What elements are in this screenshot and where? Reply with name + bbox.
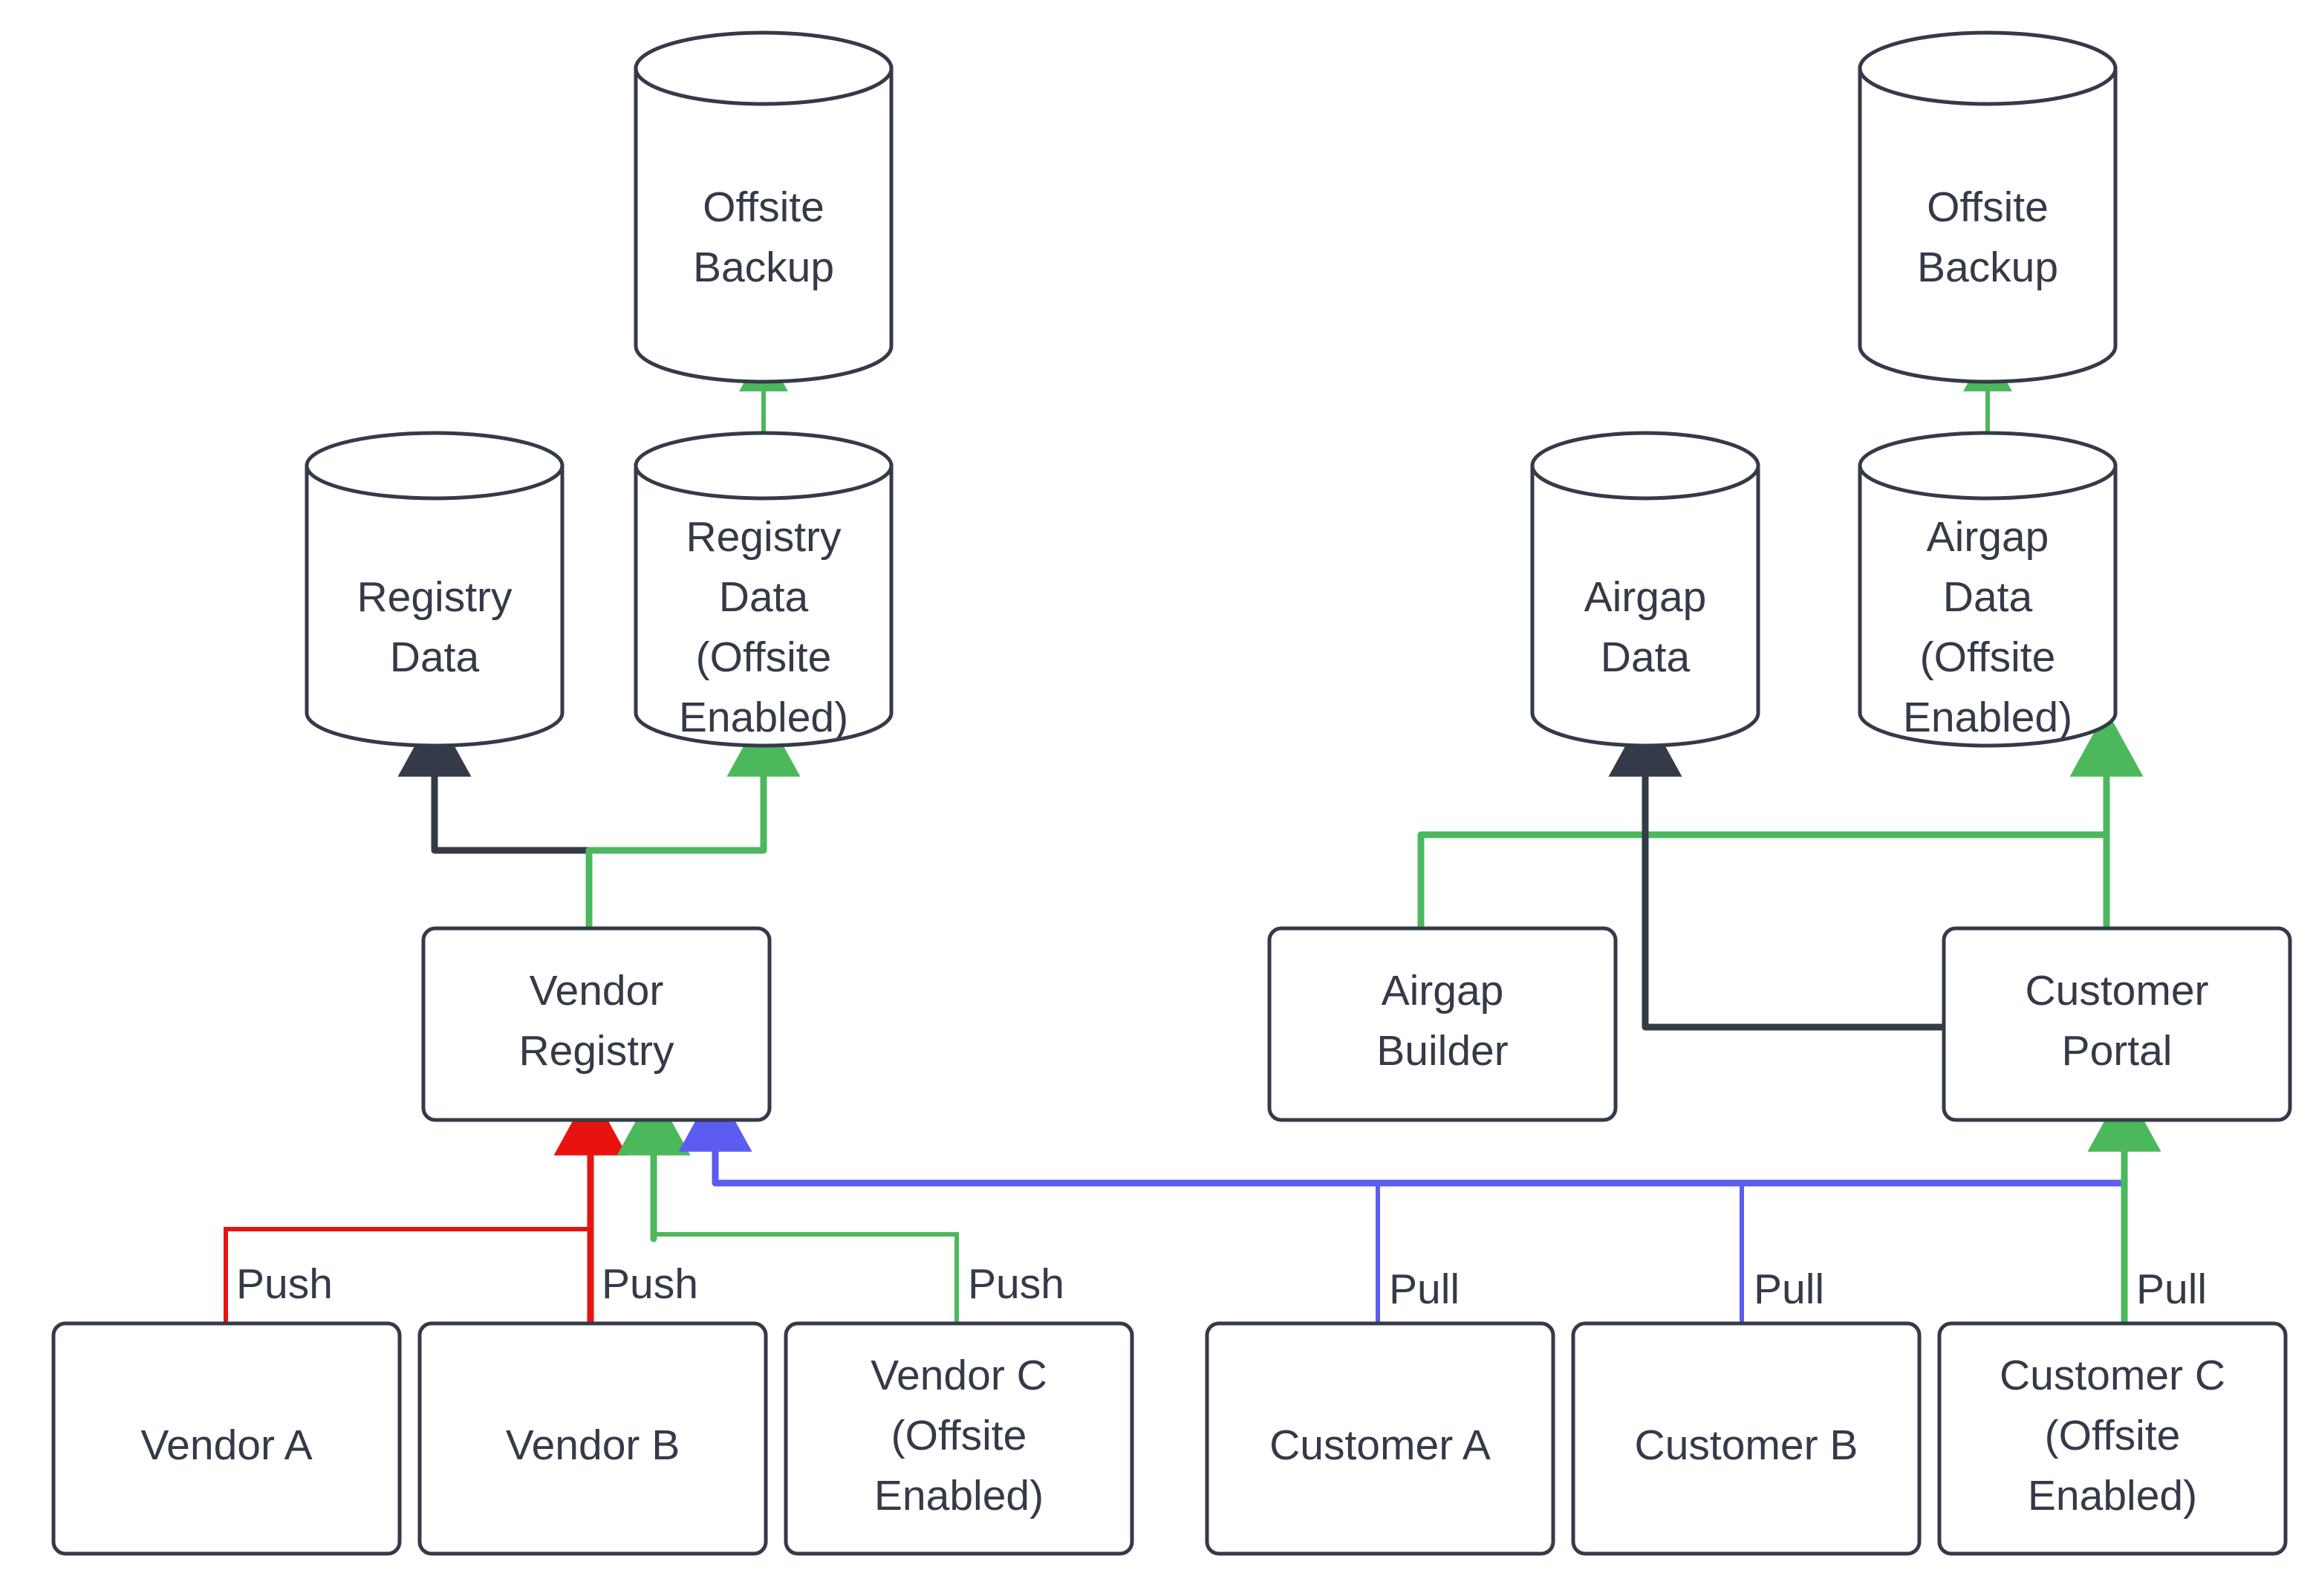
edge-vendor-a-push <box>224 1227 591 1323</box>
edge-registry-data-offsite-green <box>585 709 801 932</box>
node-registry-data[interactable]: Registry Data <box>305 431 565 748</box>
node-label: (Offsite <box>1920 633 2056 681</box>
node-customer-portal[interactable]: Customer Portal <box>1942 926 2292 1122</box>
node-label: Offsite <box>703 183 824 231</box>
node-airgap-data[interactable]: Airgap Data <box>1530 431 1760 748</box>
node-customer-a[interactable]: Customer A <box>1205 1321 1555 1556</box>
node-label: (Offsite <box>891 1412 1027 1459</box>
node-label: Airgap <box>1584 573 1707 621</box>
node-airgap-builder[interactable]: Airgap Builder <box>1267 926 1618 1122</box>
node-vendor-a[interactable]: Vendor A <box>51 1321 402 1556</box>
node-label: Registry <box>518 1027 674 1075</box>
node-label: Data <box>719 573 809 621</box>
node-registry-data-offsite[interactable]: Registry Data (Offsite Enabled) <box>634 431 894 748</box>
node-label: Data <box>390 633 480 681</box>
edge-label-vendor-a-push: Push <box>236 1260 333 1308</box>
node-label: Vendor C <box>871 1352 1047 1399</box>
node-label: Vendor A <box>140 1421 312 1469</box>
node-customer-c[interactable]: Customer C (Offsite Enabled) <box>1937 1321 2288 1556</box>
node-vendor-c[interactable]: Vendor C (Offsite Enabled) <box>784 1321 1134 1556</box>
edge-vendor-c-push <box>617 1088 959 1323</box>
edge-label-vendor-b-push: Push <box>602 1260 698 1308</box>
node-label: Airgap <box>1927 513 2049 561</box>
edge-label-vendor-c-push: Push <box>968 1260 1064 1308</box>
edge-label-customer-a-pull: Pull <box>1389 1266 1460 1313</box>
node-label: Enabled) <box>874 1472 1044 1520</box>
node-label: Customer C <box>2000 1352 2225 1399</box>
node-label: (Offsite <box>2045 1412 2181 1459</box>
node-label: Builder <box>1376 1027 1508 1075</box>
node-vendor-registry[interactable]: Vendor Registry <box>421 926 772 1122</box>
node-label: Customer A <box>1269 1421 1491 1469</box>
node-vendor-b[interactable]: Vendor B <box>417 1321 768 1556</box>
node-label: Customer <box>2025 967 2208 1014</box>
edge-label-customer-b-pull: Pull <box>1754 1266 1824 1313</box>
node-label: Registry <box>686 513 842 561</box>
node-label: Data <box>1943 573 2033 621</box>
node-offsite-backup-left[interactable]: Offsite Backup <box>634 30 894 384</box>
node-label: Backup <box>1917 244 2058 291</box>
node-offsite-backup-right[interactable]: Offsite Backup <box>1858 30 2118 384</box>
edge-airgap-data-dark <box>1608 709 1948 1031</box>
node-label: Airgap <box>1382 967 1504 1014</box>
node-label: Customer B <box>1635 1421 1858 1469</box>
edge-customer-pull-trunk <box>678 1084 2128 1187</box>
node-label: Enabled) <box>2028 1472 2197 1520</box>
node-label: (Offsite <box>696 633 832 681</box>
node-label: Vendor <box>530 967 664 1014</box>
node-customer-b[interactable]: Customer B <box>1571 1321 1922 1556</box>
node-label: Registry <box>357 573 513 621</box>
node-label: Vendor B <box>506 1421 680 1469</box>
node-label: Backup <box>693 244 834 291</box>
node-airgap-data-offsite[interactable]: Airgap Data (Offsite Enabled) <box>1858 431 2118 748</box>
node-label: Enabled) <box>679 694 848 741</box>
node-label: Enabled) <box>1903 694 2072 741</box>
node-label: Data <box>1601 633 1691 681</box>
edge-airgap-offsite-green <box>1417 709 2144 932</box>
edge-label-customer-c-pull: Pull <box>2136 1266 2207 1313</box>
node-label: Offsite <box>1927 183 2049 231</box>
edge-registry-data-dark <box>397 709 593 854</box>
node-label: Portal <box>2062 1027 2173 1075</box>
